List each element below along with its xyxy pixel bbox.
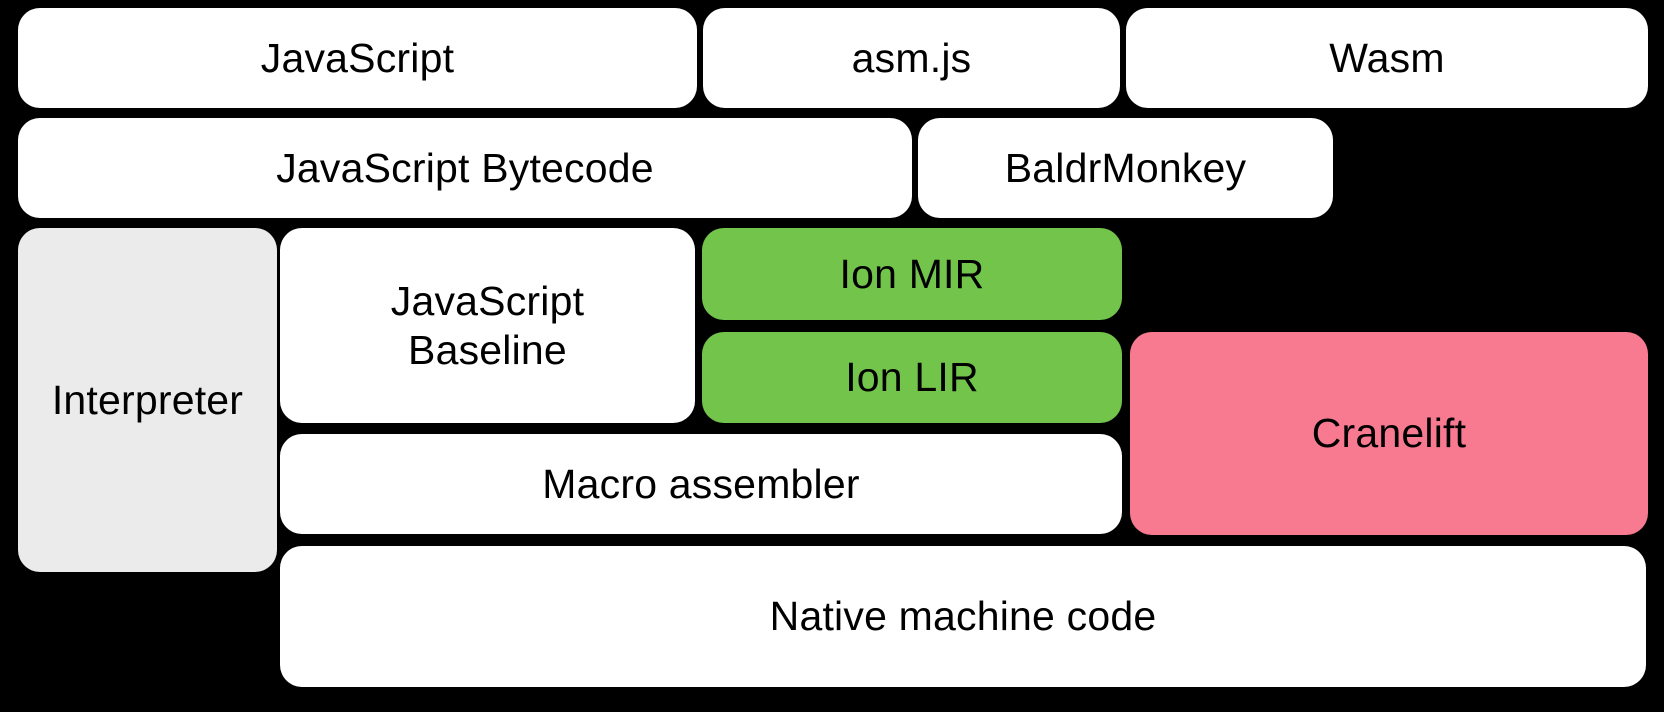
diagram-node-macro-assembler: Macro assembler <box>280 434 1122 534</box>
diagram-node-interpreter: Interpreter <box>18 228 277 572</box>
diagram-node-ion-mir: Ion MIR <box>702 228 1122 320</box>
diagram-node-javascript: JavaScript <box>18 8 697 108</box>
diagram-node-asm-js: asm.js <box>703 8 1120 108</box>
diagram-node-javascript-baseline: JavaScript Baseline <box>280 228 695 423</box>
diagram-node-native-machine-code: Native machine code <box>280 546 1646 687</box>
diagram-node-ion-lir: Ion LIR <box>702 332 1122 423</box>
diagram-node-cranelift: Cranelift <box>1130 332 1648 535</box>
diagram-node-wasm: Wasm <box>1126 8 1648 108</box>
diagram-node-baldrmonkey: BaldrMonkey <box>918 118 1333 218</box>
diagram-node-javascript-bytecode: JavaScript Bytecode <box>18 118 912 218</box>
